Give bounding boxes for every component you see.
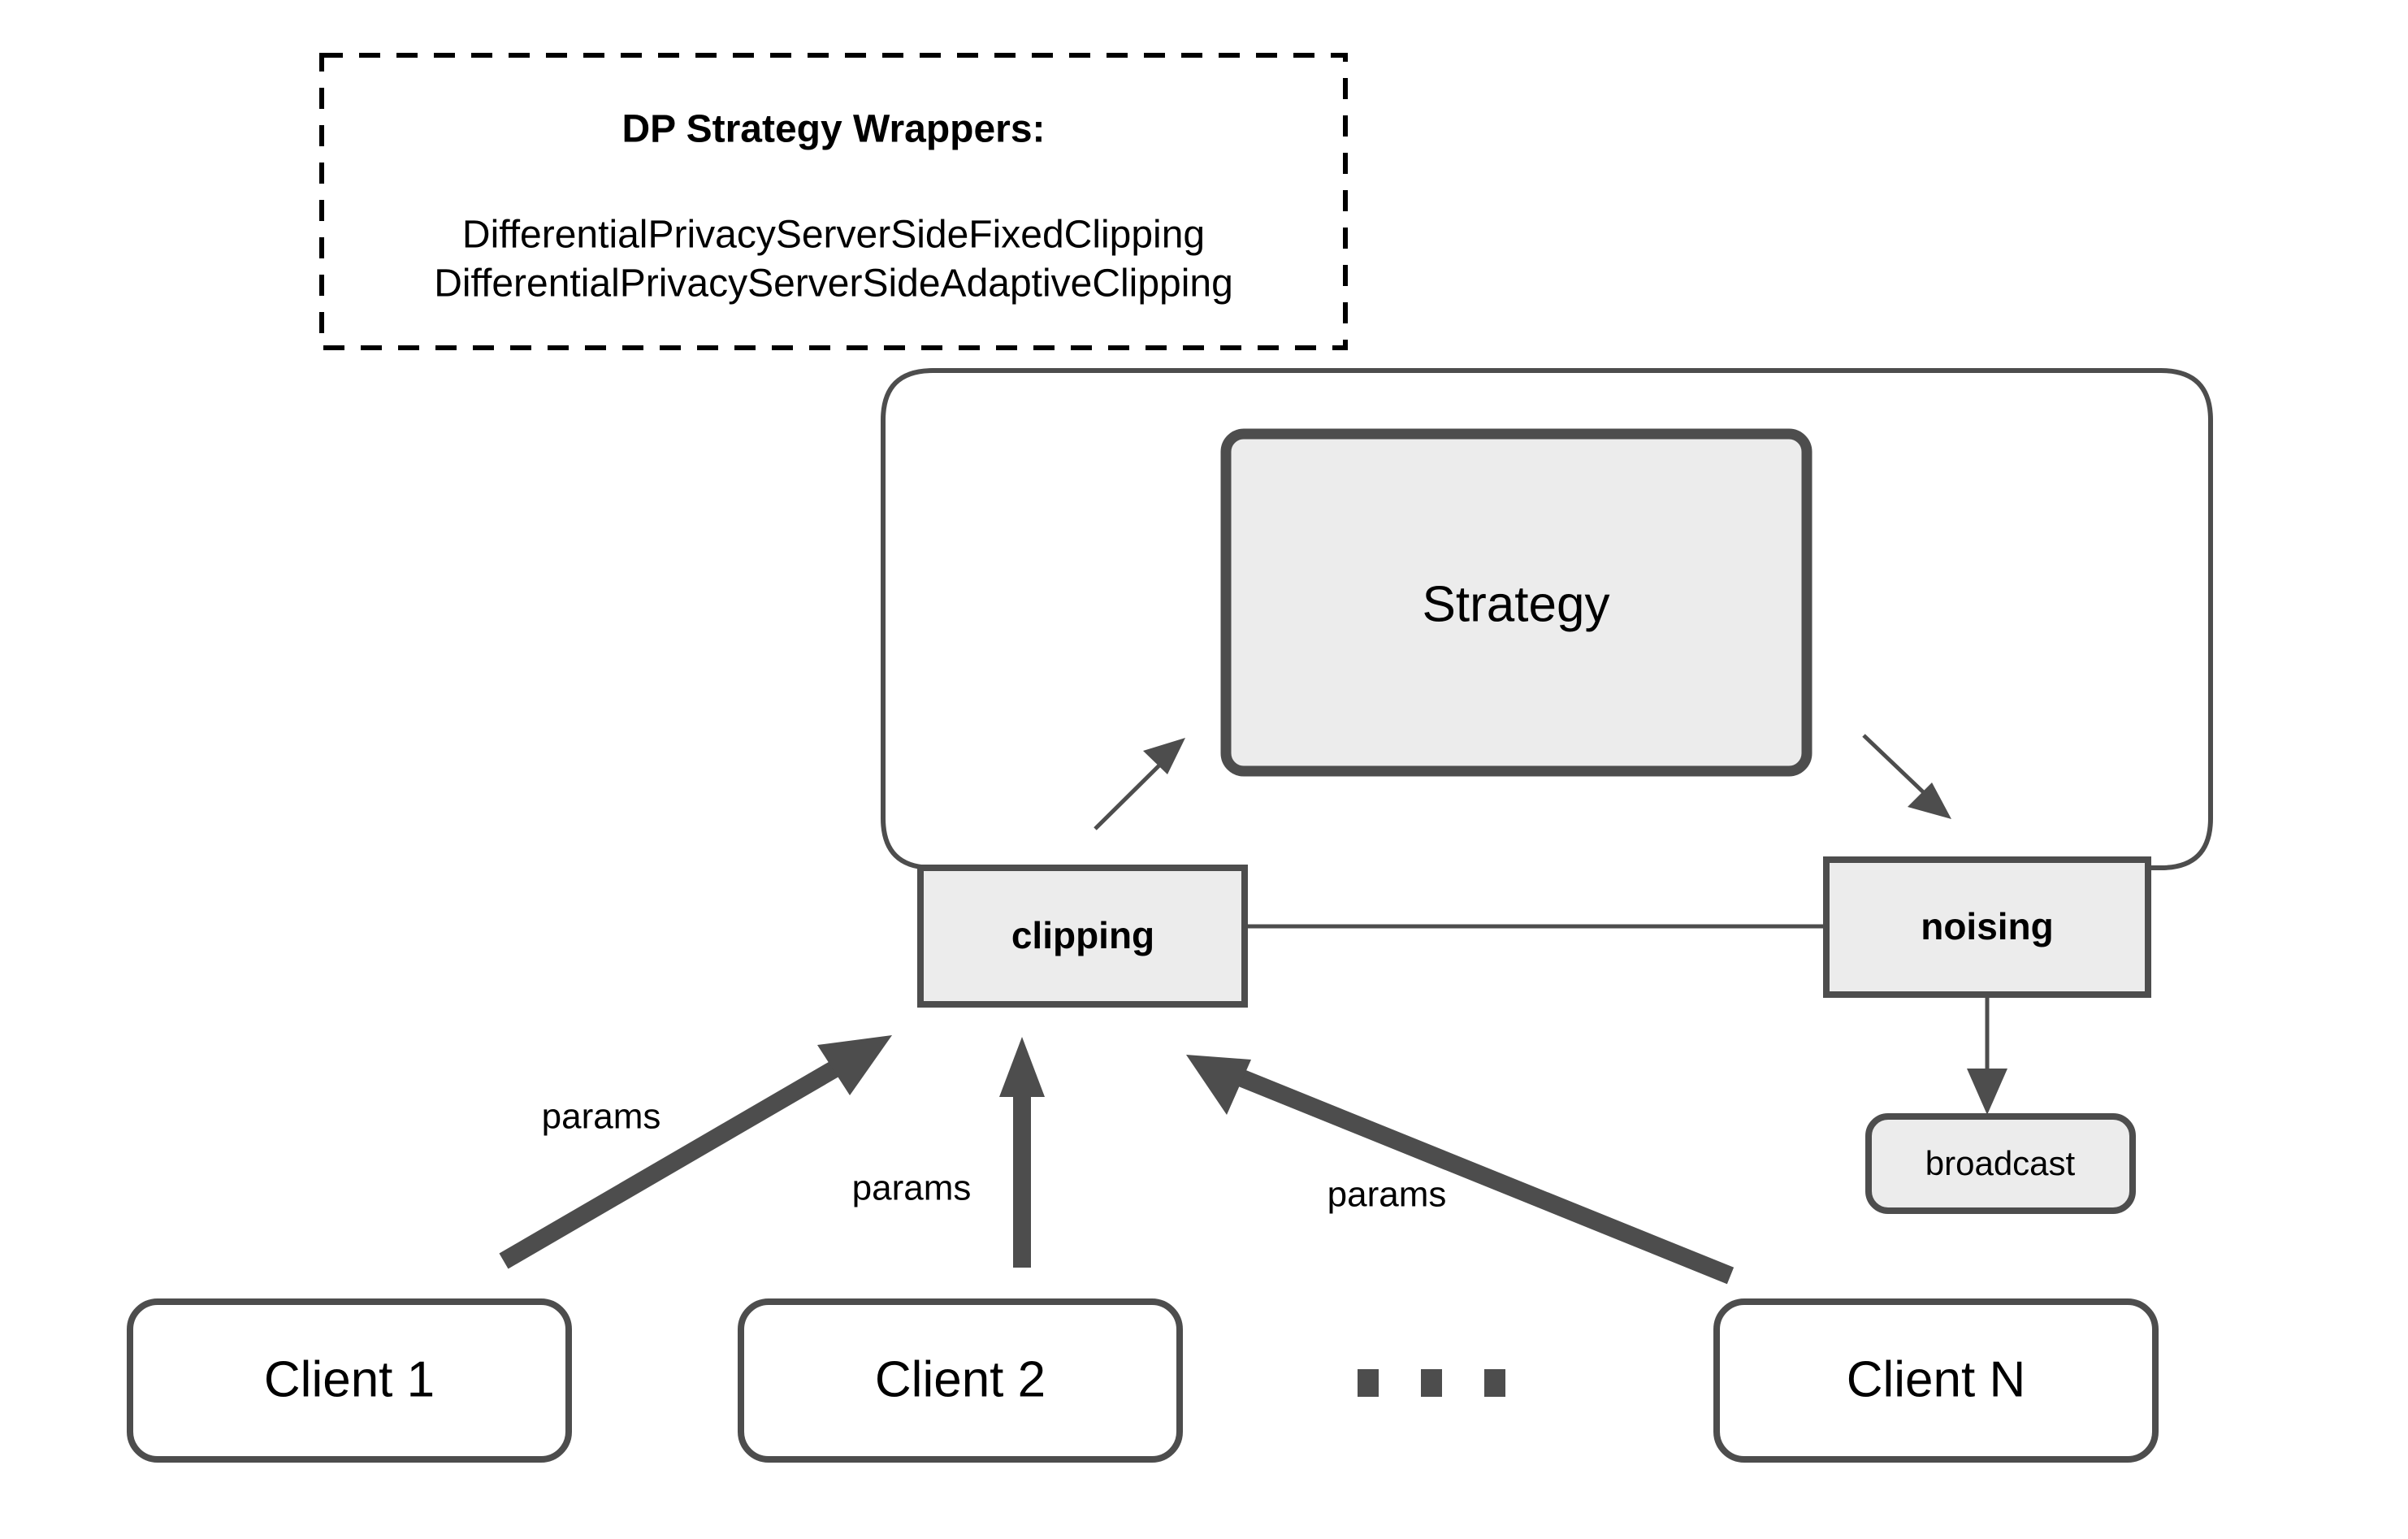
server-container-outline bbox=[881, 368, 2213, 870]
params-line-client-1 bbox=[499, 1055, 850, 1269]
client-box-2[interactable]: Client 2 bbox=[738, 1298, 1183, 1463]
clipping-to-strategy-arrow bbox=[1094, 738, 1185, 830]
strategy-to-noising-line bbox=[1862, 734, 1934, 802]
legend-item-adaptive-clipping: DifferentialPrivacyServerSideAdaptiveCli… bbox=[434, 262, 1233, 306]
clipping-to-strategy-arrowhead bbox=[1143, 738, 1185, 774]
noising-box-fill bbox=[1826, 860, 2148, 995]
strategy-to-noising-arrowhead bbox=[1908, 783, 1951, 819]
clients-ellipsis bbox=[1358, 1369, 1505, 1397]
server-container bbox=[881, 368, 2213, 870]
legend-dashed-border bbox=[319, 53, 1348, 350]
client-1-label: Client 1 bbox=[264, 1351, 435, 1407]
params-arrowhead-client-1 bbox=[817, 1035, 892, 1095]
strategy-node[interactable]: Strategy bbox=[1220, 428, 1812, 777]
params-line-client-n bbox=[1234, 1068, 1735, 1285]
client-n-box-border bbox=[1713, 1298, 2159, 1463]
ellipsis-dot-1 bbox=[1358, 1369, 1379, 1397]
client-2-box-fill bbox=[741, 1302, 1180, 1459]
clipping-node[interactable]: clipping bbox=[917, 865, 1248, 1008]
client-n-label: Client N bbox=[1847, 1351, 2026, 1407]
ellipsis-dot-3 bbox=[1484, 1369, 1505, 1397]
strategy-box-border bbox=[1220, 428, 1812, 777]
strategy-label: Strategy bbox=[1423, 576, 1610, 632]
broadcast-box-fill bbox=[1869, 1116, 2133, 1211]
broadcast-box-border bbox=[1865, 1113, 2136, 1214]
clipping-to-strategy-line bbox=[1094, 756, 1169, 830]
params-arrow-client-1: params bbox=[499, 1035, 892, 1269]
strategy-to-noising-arrow bbox=[1862, 734, 1951, 819]
clipping-label: clipping bbox=[1011, 914, 1154, 956]
client-1-box-border bbox=[127, 1298, 572, 1463]
client-box-1[interactable]: Client 1 bbox=[127, 1298, 572, 1463]
broadcast-node[interactable]: broadcast bbox=[1865, 1113, 2136, 1214]
noising-node[interactable]: noising bbox=[1823, 856, 2151, 998]
strategy-box-fill bbox=[1226, 434, 1807, 771]
noising-label: noising bbox=[1921, 905, 2054, 947]
params-label-client-1: params bbox=[542, 1097, 661, 1137]
client-box-n[interactable]: Client N bbox=[1713, 1298, 2159, 1463]
legend-title: DP Strategy Wrappers: bbox=[621, 108, 1045, 151]
client-1-box-fill bbox=[130, 1302, 569, 1459]
broadcast-label: broadcast bbox=[1925, 1144, 2076, 1182]
ellipsis-dot-2 bbox=[1421, 1369, 1442, 1397]
params-arrowhead-client-2 bbox=[999, 1037, 1045, 1097]
params-arrow-client-2: params bbox=[852, 1037, 1045, 1268]
noising-to-broadcast-arrow bbox=[1967, 995, 2007, 1115]
dp-strategy-wrappers-legend: DP Strategy Wrappers: DifferentialPrivac… bbox=[319, 53, 1348, 350]
noising-to-broadcast-arrowhead bbox=[1967, 1069, 2007, 1115]
params-label-client-2: params bbox=[852, 1168, 972, 1208]
params-arrowhead-client-n bbox=[1186, 1055, 1251, 1115]
clipping-box-border bbox=[917, 865, 1248, 1008]
client-2-label: Client 2 bbox=[875, 1351, 1046, 1407]
legend-item-fixed-clipping: DifferentialPrivacyServerSideFixedClippi… bbox=[462, 214, 1205, 257]
clipping-box-fill bbox=[920, 868, 1245, 1004]
params-arrow-client-n: params bbox=[1186, 1055, 1735, 1285]
params-label-client-n: params bbox=[1327, 1175, 1447, 1215]
client-n-box-fill bbox=[1717, 1302, 2155, 1459]
client-2-box-border bbox=[738, 1298, 1183, 1463]
